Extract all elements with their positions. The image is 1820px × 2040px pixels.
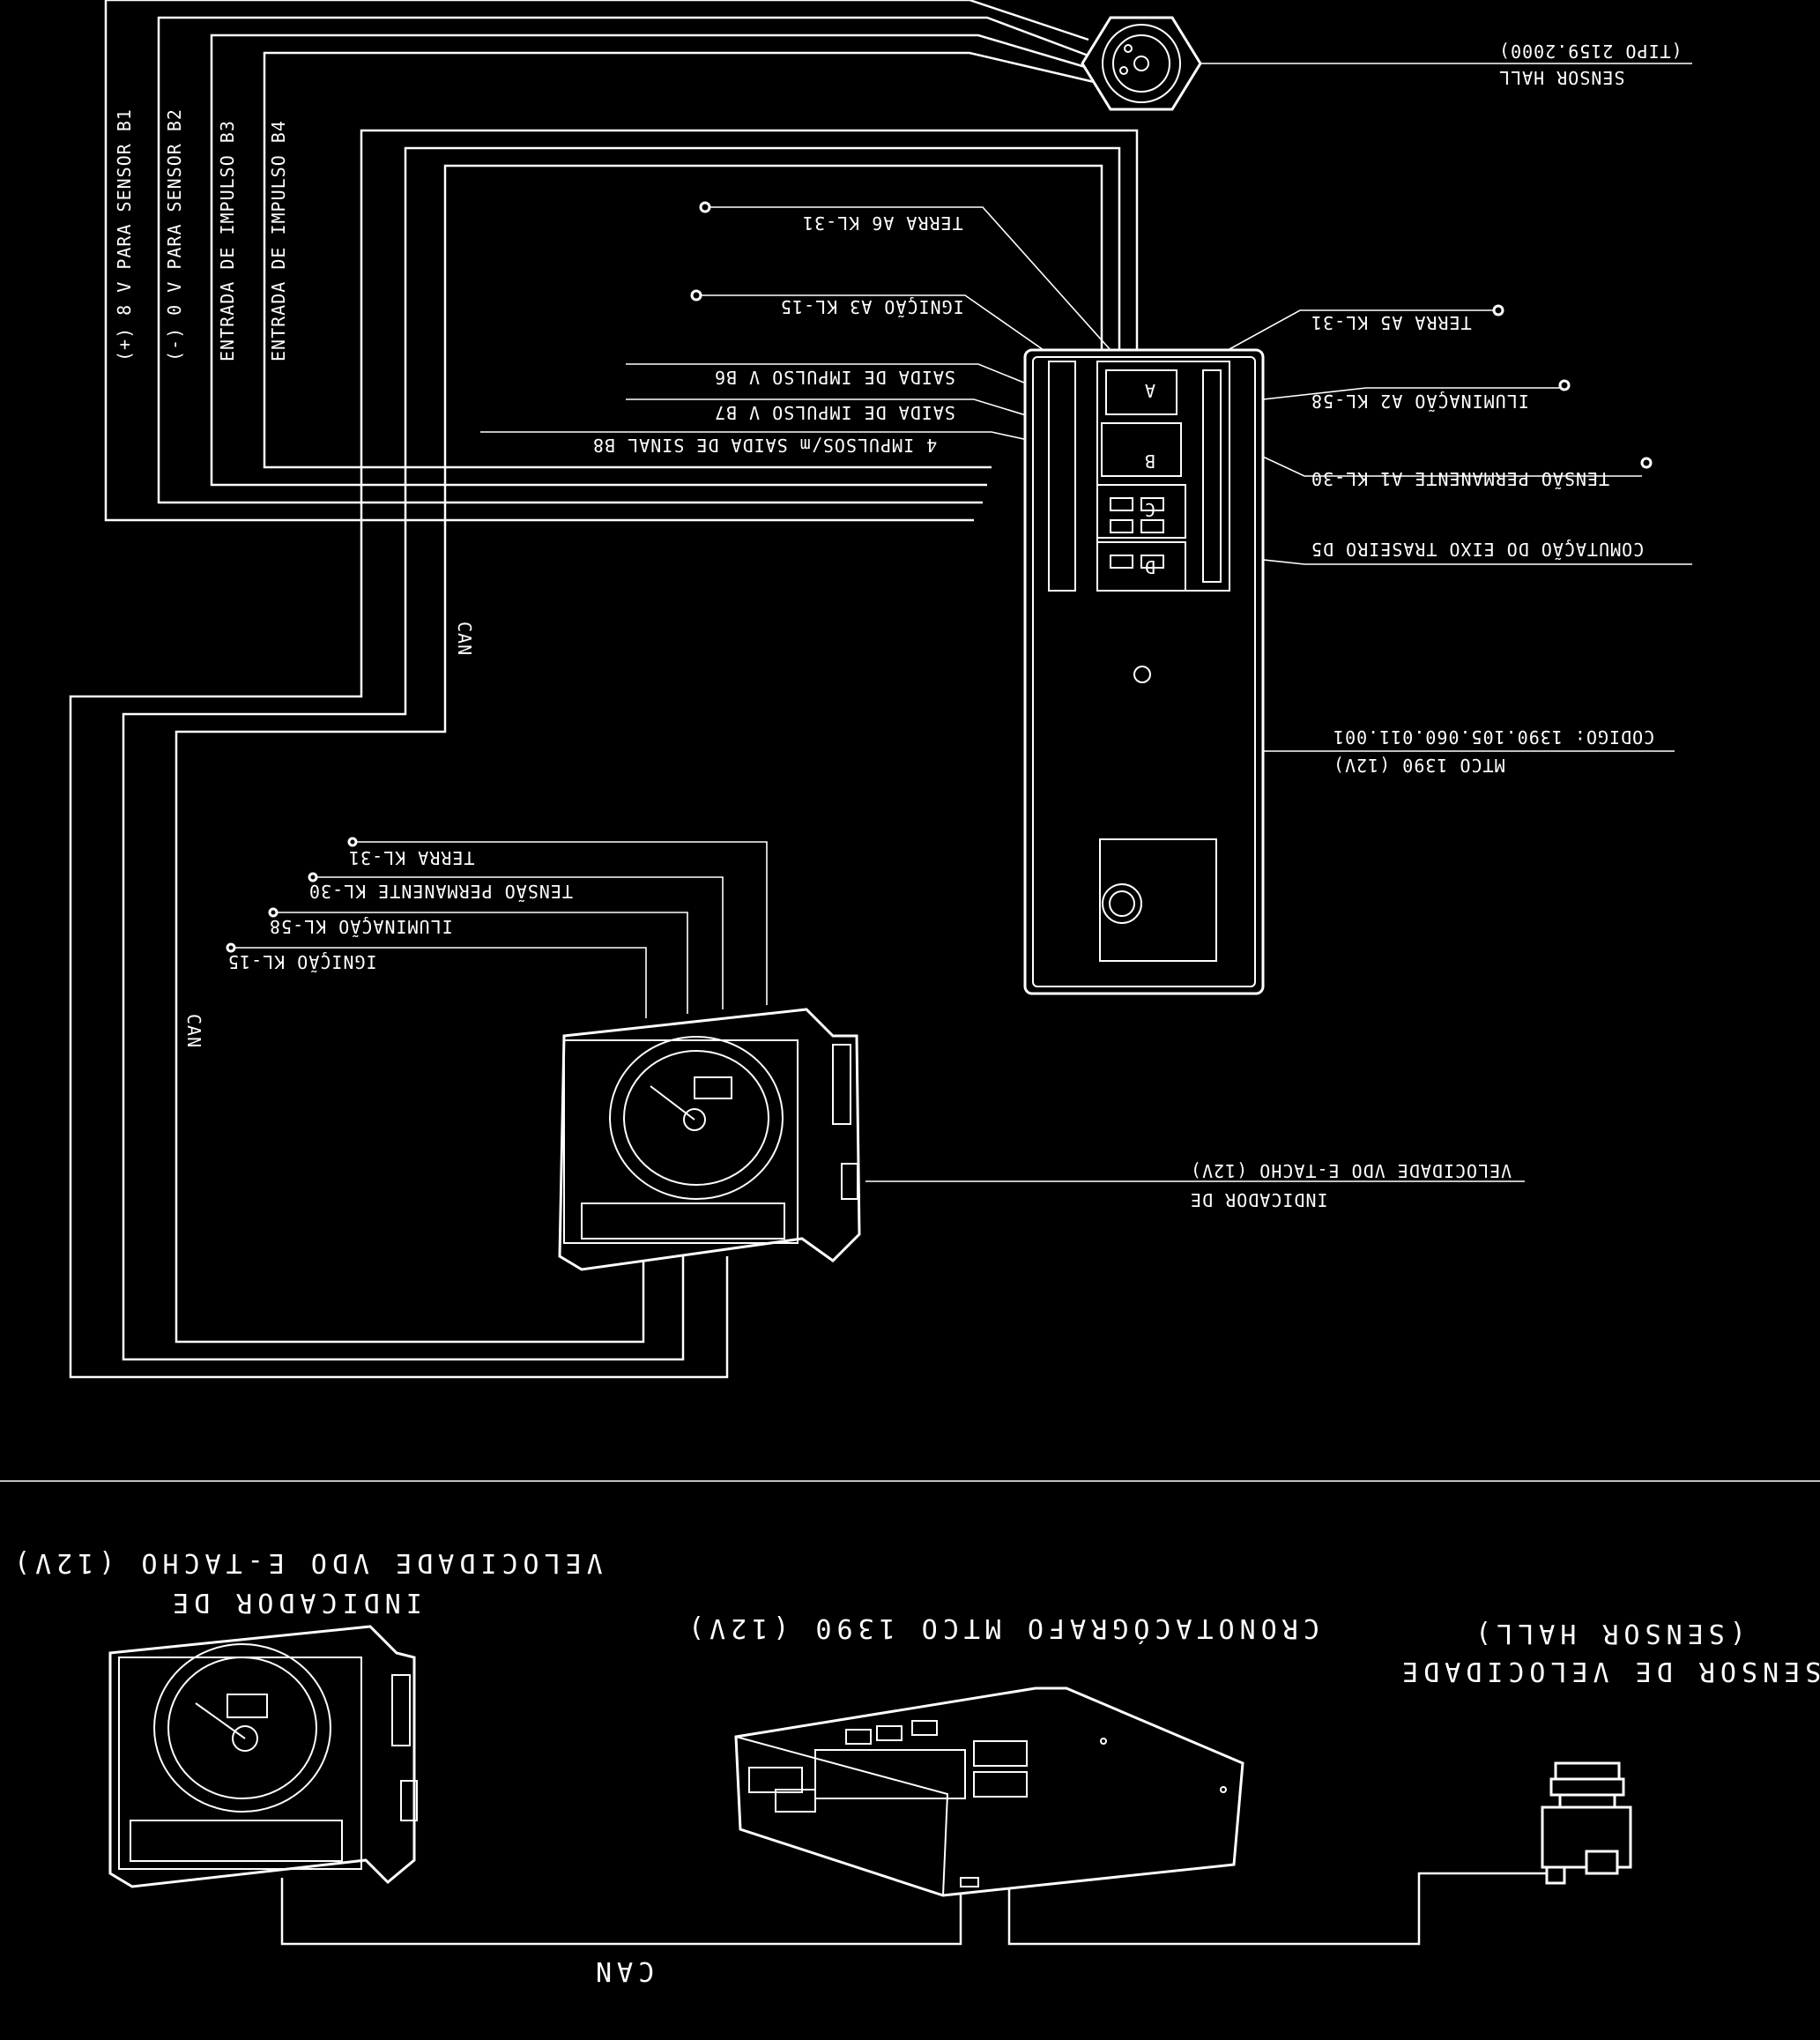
- indicator-label-kl30: TENSÃO PERMANENTE KL-30: [308, 881, 573, 902]
- connector-letter-a: A: [1144, 380, 1155, 401]
- pin-label-a1: TENSÃO PERMANENTE A1 KL-30: [1311, 468, 1609, 489]
- pin-label-b6: SAIDA DE IMPULSO V B6: [714, 367, 955, 388]
- bottom-sensor-label-line1: SENSOR DE VELOCIDADE: [1397, 1656, 1820, 1686]
- bottom-tachograph-label: CRONOTACÓGRAFO MTCO 1390 (12V): [683, 1612, 1319, 1645]
- indicator-label-kl58: ILUMINAÇÃO KL-58: [269, 916, 453, 937]
- sensor-cable-bundle: [104, 0, 1103, 522]
- bottom-sensor-label-line2: (SENSOR HALL): [1470, 1618, 1746, 1649]
- tachograph-name-label: MTCO 1390 (12V): [1333, 755, 1505, 776]
- hall-sensor-symbol: [1081, 16, 1202, 111]
- sensor-wire-label-b1: (+) 8 V PARA SENSOR B1: [114, 108, 135, 361]
- bottom-can-label: CAN: [591, 1955, 654, 1986]
- indicator-power-wires: [226, 837, 768, 1018]
- indicator-bottom-symbol: [108, 1625, 418, 1888]
- sensor-wire-label-b4: ENTRADA DE IMPULSO B4: [268, 120, 289, 361]
- sensor-wire-label-b2: (-) 0 V PARA SENSOR B2: [164, 108, 185, 361]
- connector-block: [1096, 369, 1186, 592]
- hall-sensor-bottom-symbol: [1541, 1761, 1632, 1885]
- pin-label-a2: ILUMINAÇÃO A2 KL-58: [1311, 391, 1529, 412]
- pin-label-a5: TERRA A5 KL-31: [1311, 312, 1472, 333]
- pin-label-b8: 4 IMPULSOS/m SAIDA DE SINAL B8: [592, 435, 937, 456]
- can-label-lower: CAN: [183, 1014, 204, 1048]
- tachograph-body: [1023, 348, 1265, 995]
- tachograph-bottom-symbol: [734, 1686, 1244, 1897]
- sensor-wire-label-b3: ENTRADA DE IMPULSO B3: [217, 120, 238, 361]
- indicator-label-kl31: TERRA KL-31: [348, 847, 474, 868]
- indicator-top-symbol: [558, 1008, 861, 1271]
- pin-label-d5: COMUTAÇÃO DO EIXO TRASEIRO D5: [1311, 539, 1644, 560]
- connector-letter-c: C: [1144, 499, 1155, 520]
- connector-letter-b: B: [1144, 450, 1155, 472]
- pin-label-a6: TERRA A6 KL-31: [802, 212, 963, 234]
- connector-letter-d: D: [1144, 556, 1155, 577]
- hall-sensor-type-label: (TIPO 2159.2000): [1498, 41, 1683, 62]
- can-label-upper: CAN: [454, 622, 475, 656]
- pin-label-b7: SAIDA DE IMPULSO V B7: [714, 402, 955, 423]
- indicator-label-kl15: IGNIÇÃO KL-15: [227, 951, 377, 972]
- indicator-top-label-line2: VELOCIDADE VDO E-TACHO (12V): [1190, 1160, 1512, 1181]
- tachograph-code-label: CODIGO: 1390.105.060.011.001: [1333, 726, 1654, 748]
- hall-sensor-title-label: SENSOR HALL: [1498, 67, 1624, 88]
- indicator-top-label-line1: INDICADOR DE: [1190, 1189, 1328, 1210]
- bottom-indicator-label-line1: INDICADOR DE: [167, 1587, 422, 1618]
- bottom-indicator-label-line2: VELOCIDADE VDO E-TACHO (12V): [9, 1547, 603, 1578]
- can-cable-bundle: [69, 129, 1139, 1379]
- bottom-can-wiring: [280, 1872, 1547, 1946]
- pin-label-a3: IGNIÇÃO A3 KL-15: [780, 296, 964, 317]
